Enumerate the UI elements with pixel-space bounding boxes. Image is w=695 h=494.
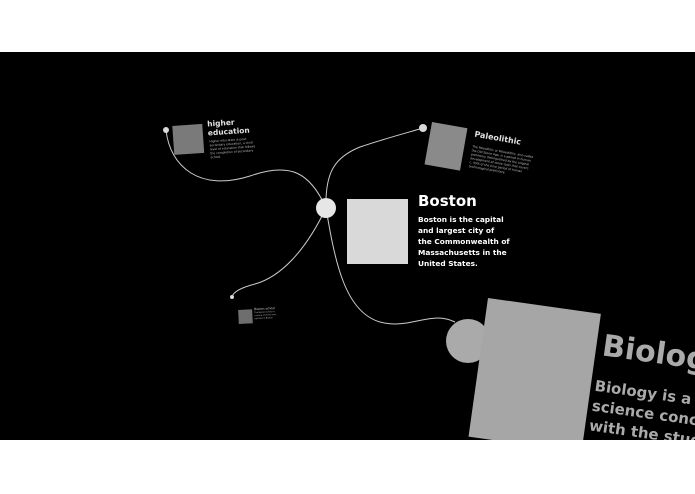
node-image <box>172 123 205 155</box>
edge-higher-education <box>165 129 327 209</box>
center-node-title: Boston <box>418 192 477 210</box>
edge-biology <box>325 207 456 325</box>
node-dot-biology[interactable] <box>446 319 490 363</box>
node-dot-boston-school[interactable] <box>230 295 234 299</box>
node-dot-paleolithic[interactable] <box>419 124 427 132</box>
node-description: Higher education is post-secondary educa… <box>209 136 256 160</box>
node-image <box>468 298 601 440</box>
edge-paleolithic <box>325 127 424 209</box>
edge-boston-school <box>231 207 327 298</box>
node-image <box>424 122 468 171</box>
graph-canvas[interactable]: Boston Boston is the capital and largest… <box>0 52 695 440</box>
center-node-image[interactable] <box>347 199 408 264</box>
node-description: The Boston school is a group of artists … <box>254 311 277 321</box>
center-node-description: Boston is the capital and largest city o… <box>418 215 510 268</box>
node-dot-center[interactable] <box>316 198 336 218</box>
node-image <box>238 309 253 324</box>
node-dot-higher-education[interactable] <box>163 127 169 133</box>
node-title: higher education <box>206 117 251 138</box>
graph-edges <box>163 124 490 363</box>
